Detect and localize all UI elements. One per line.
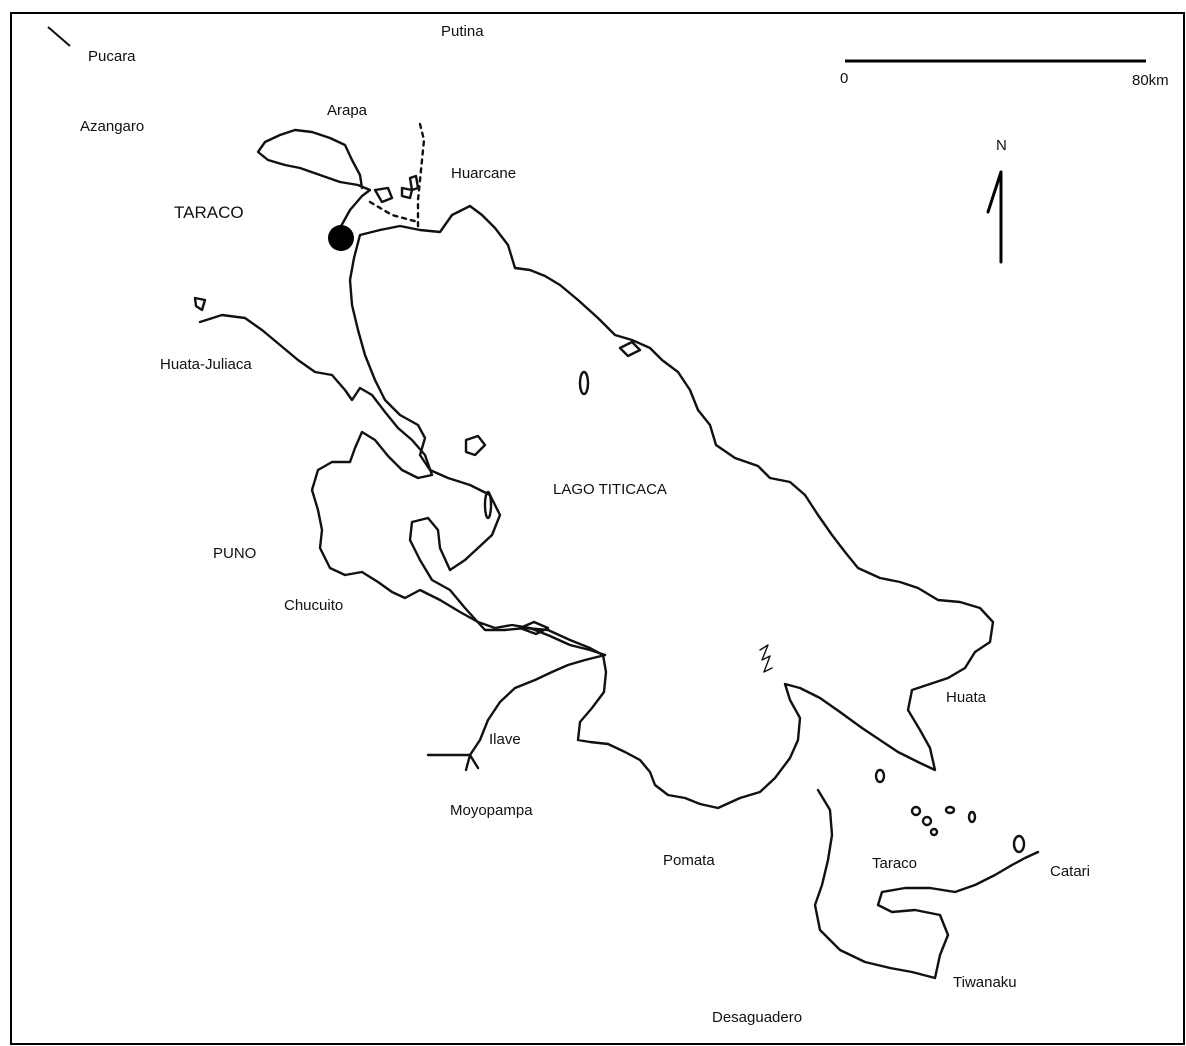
label-pomata: Pomata	[663, 852, 715, 869]
label-catari: Catari	[1050, 863, 1091, 880]
label-chucuito: Chucuito	[284, 597, 344, 614]
huarcane-river	[368, 122, 426, 232]
label-huata: Huata	[946, 689, 987, 706]
scale-end-label: 80km	[1132, 72, 1169, 89]
island	[874, 768, 886, 784]
island	[578, 370, 590, 396]
island	[483, 490, 493, 520]
label-desaguadero: Desaguadero	[712, 1009, 803, 1026]
label-tiwanaku: Tiwanaku	[953, 974, 1017, 991]
label-putina: Putina	[441, 23, 484, 40]
scale-start-label: 0	[840, 70, 849, 87]
label-moyopampa: Moyopampa	[450, 802, 533, 819]
label-lago-titicaca: LAGO TITICACA	[553, 481, 667, 498]
lake-shoreline	[348, 204, 995, 810]
arapa-bay-shoreline	[256, 128, 372, 230]
label-huata-juliaca: Huata-Juliaca	[160, 356, 252, 373]
label-pucara: Pucara	[88, 48, 136, 65]
island	[921, 815, 933, 827]
label-puno: PUNO	[213, 545, 257, 562]
label-arapa: Arapa	[327, 102, 368, 119]
island	[518, 620, 550, 636]
ilave-river	[464, 753, 480, 772]
island	[929, 827, 939, 837]
southwest-shoreline	[426, 653, 607, 757]
label-taraco-south: Taraco	[872, 855, 918, 872]
label-huarcane: Huarcane	[451, 165, 517, 182]
pucara-road	[47, 26, 71, 47]
island	[618, 340, 642, 358]
juliaca-river	[193, 296, 207, 312]
south-shoreline	[813, 788, 1040, 980]
reed-mark	[759, 644, 773, 673]
island	[967, 810, 977, 824]
west-shoreline	[198, 313, 607, 657]
label-ilave: Ilave	[489, 731, 521, 748]
arapa-islets	[373, 174, 420, 204]
taraco-site-marker	[328, 225, 354, 251]
island	[1012, 834, 1026, 854]
north-label: N	[996, 137, 1007, 154]
island	[464, 434, 487, 457]
north-arrow-icon	[986, 170, 1003, 264]
island	[910, 805, 922, 817]
label-taraco-site: TARACO	[174, 203, 244, 222]
label-azangaro: Azangaro	[80, 118, 145, 135]
map-frame	[10, 12, 1185, 1045]
island	[944, 805, 956, 815]
